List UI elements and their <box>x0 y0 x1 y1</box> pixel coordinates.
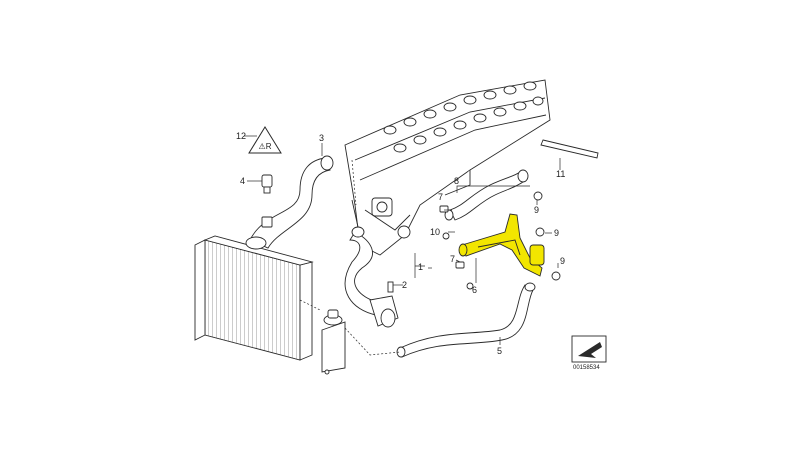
label-1: 1 <box>418 262 423 272</box>
label-2: 2 <box>402 280 407 290</box>
label-9c: 9 <box>560 256 565 266</box>
label-3: 3 <box>319 133 324 143</box>
label-10: 10 <box>430 227 440 237</box>
reference-box: 00158534 <box>571 335 607 371</box>
warning-label-triangle: ⚠R <box>248 126 282 154</box>
part-labels: 12 4 3 2 1 8 7 10 7 6 9 9 9 11 5 <box>236 131 565 356</box>
label-6: 6 <box>472 285 477 295</box>
label-11: 11 <box>556 169 565 179</box>
label-8: 8 <box>454 176 459 186</box>
label-9b: 9 <box>554 228 559 238</box>
reference-number: 00158534 <box>573 365 600 371</box>
label-12: 12 <box>236 131 246 141</box>
radiator <box>194 235 314 361</box>
label-4: 4 <box>240 176 245 186</box>
label-9a: 9 <box>534 205 539 215</box>
coolant-pipe-6-highlighted <box>458 213 545 277</box>
small-parts <box>261 139 599 293</box>
expansion-tank <box>321 309 346 375</box>
hose-1 <box>344 226 399 328</box>
leader-lines <box>244 135 561 356</box>
hose-5 <box>396 282 536 358</box>
label-7a: 7 <box>438 192 443 202</box>
engine-block <box>344 79 551 256</box>
label-7b: 7 <box>450 254 455 264</box>
hose-3 <box>245 155 334 250</box>
warning-symbol-text: ⚠R <box>259 142 272 151</box>
hose-8 <box>444 169 529 221</box>
label-5: 5 <box>497 346 502 356</box>
